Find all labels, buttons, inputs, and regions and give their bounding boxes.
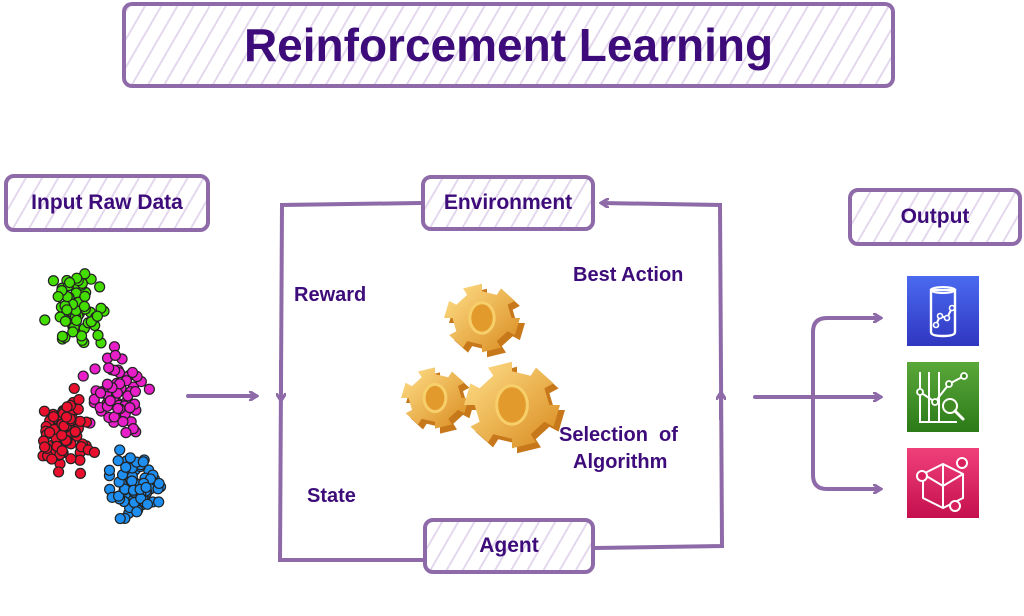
scatter-point [56,429,68,441]
scatter-point [101,378,114,390]
best-action-label: Best Action [573,264,684,286]
scatter-point [47,411,60,423]
scatter-point [120,427,132,439]
scatter-point [112,490,125,502]
gears-icon [401,283,565,454]
scatter-point [112,455,124,467]
scatter-point [78,300,90,313]
database-analytics-icon [907,276,979,346]
title-box: Reinforcement Learning [122,2,895,88]
action-loop-line [593,203,725,550]
scatter-point [131,506,143,518]
chart-search-icon [907,362,979,432]
scatter-point [43,426,56,438]
scatter-point [39,314,51,326]
scatter-point [124,402,136,414]
scatter-point [114,444,126,456]
scatter-point [74,454,86,466]
scatter-point [73,393,85,406]
scatter-point [46,453,58,465]
output-branch-top [811,318,880,399]
scatter-point [103,464,116,476]
scatter-point [64,276,76,289]
scatter-point [104,395,116,407]
scatter-point [69,426,81,438]
scatter-point [114,512,126,525]
scatter-point [52,466,65,478]
scatter-point [141,498,154,510]
scatter-point [126,366,139,379]
selection-label-line1: Selection of [559,424,678,446]
scatter-point [77,370,89,382]
raw-data-scatter [37,268,167,525]
scatter-point [103,362,115,374]
scatter-point [109,349,121,361]
scatter-point [126,475,138,487]
scatter-point [112,402,124,415]
scatter-point [92,329,104,341]
scatter-point [120,461,132,473]
scatter-point [129,385,142,398]
reward-label: Reward [294,284,367,306]
scatter-point [153,477,165,490]
scatter-point [61,401,73,413]
agent-box: Agent [423,518,595,574]
scatter-point [65,453,77,465]
scatter-point [67,326,79,338]
scatter-point [79,290,91,303]
scatter-point [143,383,155,395]
scatter-point [89,363,101,375]
input-raw-data-box: Input Raw Data [4,174,210,232]
state-label: State [307,485,356,507]
scatter-point [153,496,165,508]
output-branch-bottom [811,395,880,489]
scatter-point [56,445,68,457]
scatter-point [59,315,72,327]
scatter-point [140,481,152,494]
scatter-point [137,456,149,468]
environment-box: Environment [421,175,595,231]
output-box: Output [848,188,1022,246]
scatter-point [124,452,136,464]
scatter-point [38,441,51,453]
scatter-point [70,314,83,327]
page-title: Reinforcement Learning [243,19,774,71]
scatter-point [94,281,106,293]
scatter-point [38,405,51,417]
scatter-point [56,330,69,342]
cube-network-icon [907,448,979,518]
scatter-point [94,387,107,399]
selection-label-line2: Algorithm [573,451,668,473]
scatter-point [60,411,73,423]
scatter-point [47,275,60,287]
scatter-point [68,382,80,395]
scatter-point [91,310,103,322]
scatter-point [88,446,101,458]
scatter-point [74,467,87,480]
scatter-point [117,416,129,428]
scatter-point [61,304,73,316]
scatter-point [74,415,86,427]
scatter-point [52,290,64,303]
